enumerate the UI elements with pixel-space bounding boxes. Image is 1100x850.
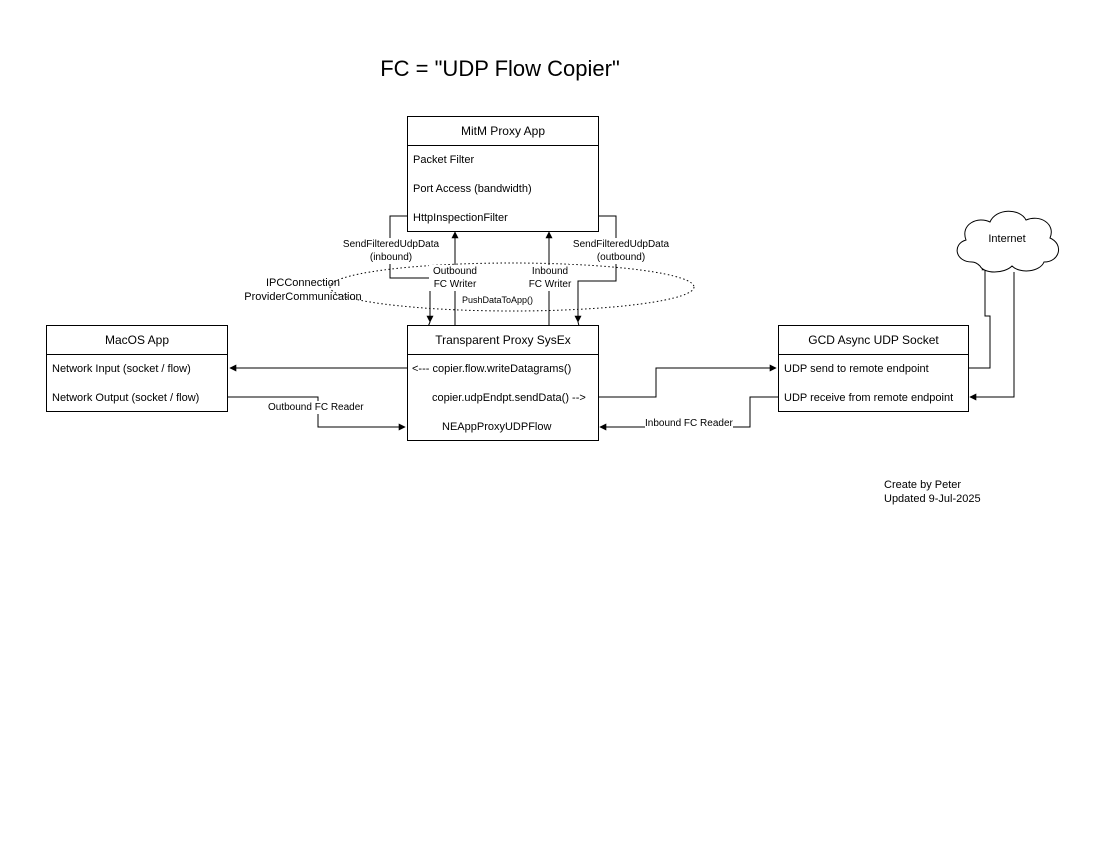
credits-author: Create by Peter (884, 479, 962, 491)
ipc-label: IPCConnection ProviderCommunication (240, 276, 366, 304)
ipc-label-line1: IPCConnection (266, 277, 340, 289)
label-inbound-writer-line2: FC Writer (528, 279, 572, 290)
label-send-outbound-line2: (outbound) (596, 252, 646, 263)
proxy-app-box: MitM Proxy App Packet Filter Port Access… (407, 116, 599, 232)
sysex-udp-flow: NEAppProxyUDPFlow (442, 421, 552, 433)
label-outbound-writer-line2: FC Writer (433, 279, 477, 290)
ipc-label-line2: ProviderCommunication (244, 291, 362, 303)
gcd-udp-send: UDP send to remote endpoint (784, 363, 929, 375)
sysex-send-data: copier.udpEndpt.sendData() --> (432, 392, 586, 404)
label-send-outbound: SendFilteredUdpData (outbound) (569, 238, 673, 264)
gcd-socket-title: GCD Async UDP Socket (779, 326, 968, 355)
edge-from-internet (969, 272, 1015, 401)
macos-app-title: MacOS App (47, 326, 227, 355)
edge-to-udp-send (598, 364, 777, 398)
credits-updated: Updated 9-Jul-2025 (884, 493, 981, 505)
sysex-box: Transparent Proxy SysEx <--- copier.flow… (407, 325, 599, 441)
ipc-ellipse (329, 262, 695, 312)
macos-app-box: MacOS App Network Input (socket / flow) … (46, 325, 228, 412)
internet-label: Internet (988, 233, 1026, 245)
credits: Create by Peter Updated 9-Jul-2025 (884, 478, 981, 506)
gcd-socket-box: GCD Async UDP Socket UDP send to remote … (778, 325, 969, 412)
label-send-inbound-line1: SendFilteredUdpData (342, 239, 440, 250)
proxy-app-http-inspection: HttpInspectionFilter (413, 212, 508, 224)
macos-network-input: Network Input (socket / flow) (52, 363, 191, 375)
gcd-udp-receive: UDP receive from remote endpoint (784, 392, 954, 404)
label-inbound-reader: Inbound FC Reader (645, 417, 733, 430)
label-inbound-writer: Inbound FC Writer (524, 265, 576, 291)
edge-send-inbound (389, 215, 434, 323)
proxy-app-packet-filter: Packet Filter (413, 154, 475, 166)
sysex-write-datagrams: <--- copier.flow.writeDatagrams() (412, 363, 572, 375)
edge-to-internet (968, 263, 991, 369)
label-outbound-reader: Outbound FC Reader (268, 401, 364, 414)
label-inbound-writer-line1: Inbound (531, 266, 569, 277)
label-outbound-writer-line1: Outbound (433, 266, 477, 277)
label-send-inbound-line2: (inbound) (369, 252, 413, 263)
edge-send-outbound (574, 215, 617, 323)
internet-cloud (956, 210, 1059, 273)
label-push-data: PushDataToApp() (462, 295, 534, 305)
sysex-title: Transparent Proxy SysEx (408, 326, 598, 355)
label-send-outbound-line1: SendFilteredUdpData (572, 239, 670, 250)
proxy-app-port-access: Port Access (bandwidth) (413, 183, 532, 195)
label-send-inbound: SendFilteredUdpData (inbound) (339, 238, 443, 264)
page-title: FC = "UDP Flow Copier" (380, 56, 620, 81)
proxy-app-title: MitM Proxy App (408, 117, 598, 146)
macos-network-output: Network Output (socket / flow) (52, 392, 200, 404)
label-outbound-writer: Outbound FC Writer (429, 265, 481, 291)
